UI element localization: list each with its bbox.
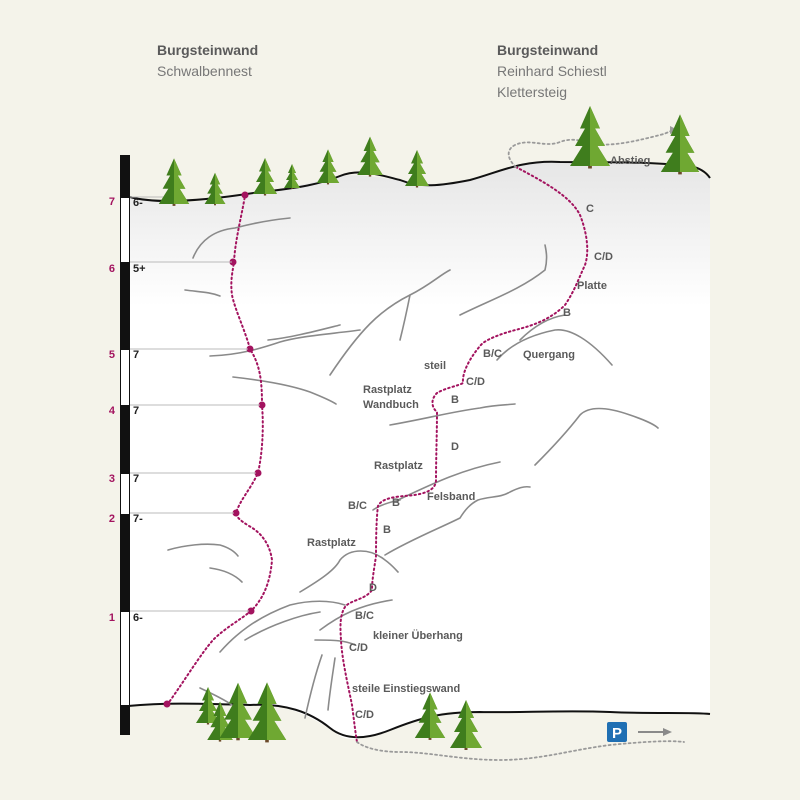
tree-icon xyxy=(570,106,610,169)
pitch-grade: 7 xyxy=(133,473,139,485)
pitch-grade: 7 xyxy=(133,405,139,417)
section-label: steil xyxy=(424,360,446,372)
difficulty-label: B xyxy=(392,497,400,509)
pitch-number: 2 xyxy=(109,513,115,525)
right-header-title: Burgsteinwand xyxy=(497,42,598,58)
tree-icon xyxy=(405,150,429,188)
tree-icon xyxy=(253,158,277,196)
belay-point-5 xyxy=(246,345,254,353)
difficulty-label: C/D xyxy=(594,251,613,263)
pitch-grade: 7- xyxy=(133,513,143,525)
difficulty-label: B xyxy=(383,524,391,536)
section-label: kleiner Überhang xyxy=(373,629,463,642)
section-label: Wandbuch xyxy=(363,399,419,411)
difficulty-label: B/C xyxy=(348,500,367,512)
left-header-title: Burgsteinwand xyxy=(157,42,258,58)
pitch-grade: 5+ xyxy=(133,263,146,275)
belay-point-7 xyxy=(241,191,249,199)
difficulty-label: B/C xyxy=(355,610,374,622)
pitch-number: 4 xyxy=(109,405,116,417)
parking-arrow-icon xyxy=(638,728,672,736)
section-label: Platte xyxy=(577,280,607,292)
tree-icon xyxy=(158,158,190,206)
pitch-number: 3 xyxy=(109,473,115,485)
klettersteig-labels: C C/D Platte B B/C Quergang steil C/D Ra… xyxy=(307,203,613,721)
abstieg-label: Abstieg xyxy=(610,155,650,167)
difficulty-label: C/D xyxy=(349,642,368,654)
difficulty-label: B xyxy=(451,394,459,406)
section-label: Rastplatz xyxy=(307,537,356,549)
parking-sign-icon xyxy=(607,722,627,742)
pitch-number: 7 xyxy=(109,196,115,208)
difficulty-label: D xyxy=(451,441,459,453)
pitch-grades: 6- 5+ 7 7 7 7- 6- xyxy=(133,197,146,624)
difficulty-label: C/D xyxy=(355,709,374,721)
belay-point-3 xyxy=(254,469,262,477)
approach-path xyxy=(356,740,685,761)
belay-point-2 xyxy=(232,509,240,517)
section-label: Rastplatz xyxy=(363,384,412,396)
tree-icon xyxy=(204,172,226,206)
pitch-grade: 6- xyxy=(133,612,143,624)
pitch-number: 5 xyxy=(109,349,115,361)
parking-label: P xyxy=(612,725,622,742)
difficulty-label: B/C xyxy=(483,348,502,360)
right-header-subtitle-2: Klettersteig xyxy=(497,84,567,100)
section-label: Rastplatz xyxy=(374,460,423,472)
difficulty-label: C xyxy=(586,203,594,215)
rock-face xyxy=(128,162,710,739)
belay-points xyxy=(163,191,266,708)
pitch-numbers: 7 6 5 4 3 2 1 xyxy=(109,196,116,624)
rock-structure-lines xyxy=(167,217,659,719)
tree-icon xyxy=(357,136,383,177)
tree-icon xyxy=(316,149,340,185)
belay-point-6 xyxy=(229,258,237,266)
schwalbennest-route xyxy=(166,194,274,706)
pitch-number: 1 xyxy=(109,612,115,624)
pitch-scale xyxy=(120,155,260,735)
difficulty-label: D xyxy=(369,582,377,594)
tree-icon xyxy=(660,114,700,175)
belay-point-start xyxy=(163,700,171,708)
klettersteig-route xyxy=(339,166,589,743)
pitch-grade: 6- xyxy=(133,197,143,209)
difficulty-label: B xyxy=(563,307,571,319)
belay-point-4 xyxy=(258,401,266,409)
ground-line xyxy=(127,702,711,739)
section-label: steile Einstiegswand xyxy=(352,683,460,695)
pitch-grade: 7 xyxy=(133,349,139,361)
section-label: Quergang xyxy=(523,349,575,361)
descent-path xyxy=(507,129,675,168)
belay-point-1 xyxy=(247,607,255,615)
right-header-subtitle-1: Reinhard Schiestl xyxy=(497,63,607,79)
pitch-number: 6 xyxy=(109,263,115,275)
tree-icon xyxy=(284,164,300,189)
difficulty-label: C/D xyxy=(466,376,485,388)
section-label: Felsband xyxy=(427,491,475,503)
left-header-subtitle: Schwalbennest xyxy=(157,63,252,79)
